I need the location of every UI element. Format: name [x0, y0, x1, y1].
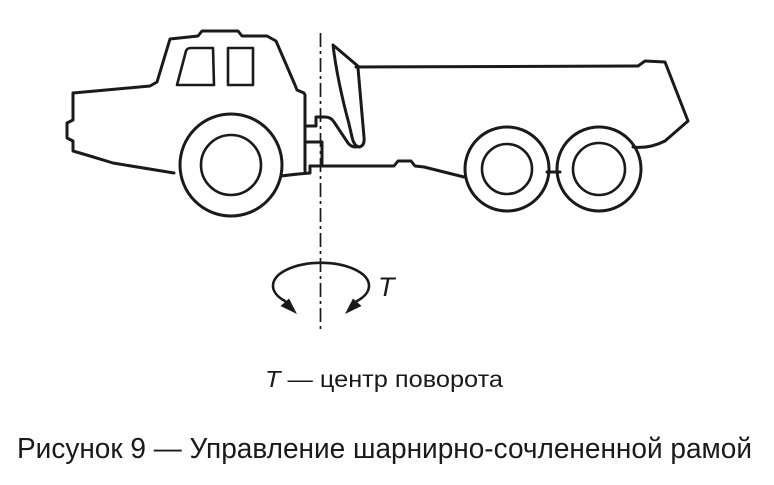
- cab-window-rear: [226, 46, 255, 87]
- rear-chassis: [308, 159, 466, 179]
- hinge-lower-arm: [303, 140, 324, 168]
- front-wheel-tire: [178, 112, 284, 218]
- legend: T — центр поворота: [265, 366, 503, 392]
- rotation-arrowhead-right: [345, 298, 362, 314]
- dump-body-unit: [308, 43, 690, 213]
- tractor-unit: [65, 29, 312, 218]
- hinge-upper-arm: [303, 115, 358, 149]
- tractor-body-outline: [71, 29, 307, 173]
- body-top-and-rear: [354, 59, 690, 149]
- rotation-arrow: T: [271, 261, 397, 314]
- legend-symbol: T: [265, 366, 283, 392]
- rear-wheel-1-rim: [480, 142, 534, 196]
- rotation-arc: [271, 261, 371, 303]
- figure-caption: Рисунок 9 — Управление шарнирно-сочленен…: [17, 433, 752, 465]
- tractor-bumper-outline: [65, 91, 176, 175]
- pivot-label-t: T: [378, 272, 397, 302]
- rear-wheel-2-rim: [571, 141, 627, 197]
- rear-wheel-2-tire: [555, 125, 643, 213]
- legend-label: — центр поворота: [280, 366, 503, 392]
- body-front-wall: [331, 43, 366, 149]
- rear-wheel-1-tire: [463, 125, 551, 213]
- cab-window-front: [175, 46, 216, 87]
- front-wheel-rim: [199, 133, 263, 197]
- rotation-arrowhead-left: [280, 298, 297, 314]
- tractor-underside: [279, 164, 312, 178]
- articulation-hinge: [303, 115, 358, 168]
